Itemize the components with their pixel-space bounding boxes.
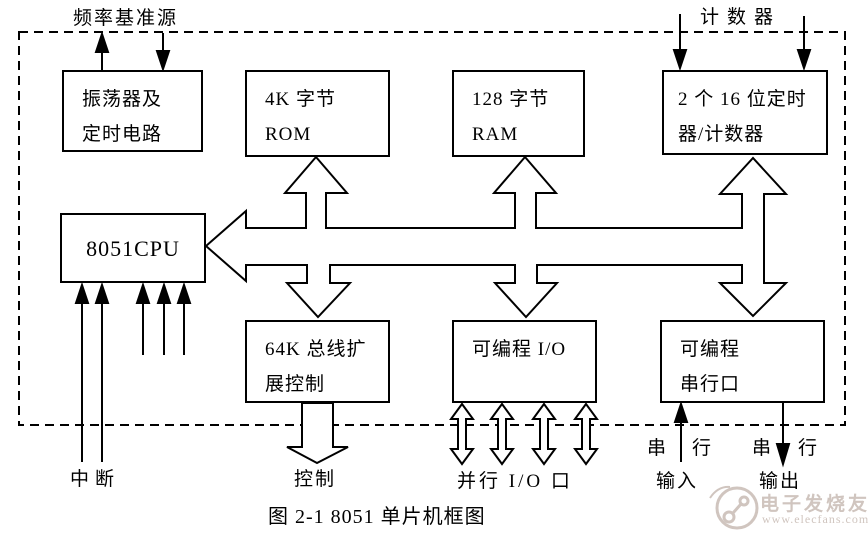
internal-bus-arrow [204,155,789,319]
ram-box: 128 字节 RAM [452,70,585,157]
oscillator-box: 振荡器及 定时电路 [62,70,203,152]
elecfans-logo-icon [709,485,759,530]
timer-line1: 2 个 16 位定时 [678,89,807,110]
serial-output-arrow [775,403,791,468]
serial-input-arrow [673,400,689,462]
cpu-box: 8051CPU [60,213,206,283]
ram-line1: 128 字节 [472,89,550,110]
bus-expansion-line1: 64K 总线扩 [265,339,367,360]
serial-in-char-b: 行 [692,438,714,459]
timer-line2: 器/计数器 [678,124,765,145]
serial-out-char-b: 行 [798,438,820,459]
serial-port-box: 可编程 串行口 [660,320,825,403]
freq-source-label: 频率基准源 [73,8,179,29]
watermark-url: www.elecfans.com [762,512,868,526]
control-out-arrow [286,402,349,465]
bus-expansion-box: 64K 总线扩 展控制 [245,320,390,403]
parallel-io-double-arrows [449,402,599,466]
chip-boundary-dashed-border [18,31,846,426]
rom-line2: ROM [265,124,312,145]
serial-port-line2: 串行口 [680,374,741,395]
figure-caption: 图 2-1 8051 单片机框图 [268,506,486,528]
rom-box: 4K 字节 ROM [245,70,390,157]
counter-label: 计数器 [700,7,782,28]
oscillator-line1: 振荡器及 [82,89,163,110]
counter-input-arrows [672,14,812,72]
watermark-name: 电子发烧友 [760,494,868,515]
programmable-io-box: 可编程 I/O [452,320,597,403]
interrupt-label: 中断 [70,469,121,490]
serial-port-line1: 可编程 [680,339,741,360]
cpu-label: 8051CPU [86,235,180,261]
serial-in-char-a: 串 [647,438,669,459]
rom-line1: 4K 字节 [265,89,336,110]
control-label: 控制 [294,469,337,490]
programmable-io-line1: 可编程 I/O [472,339,567,360]
timer-counter-box: 2 个 16 位定时 器/计数器 [662,70,828,155]
parallel-io-label: 并行 I/O 口 [457,471,573,492]
oscillator-line2: 定时电路 [82,124,163,145]
serial-in-label: 输入 [656,471,699,492]
serial-out-char-a: 串 [752,438,774,459]
bus-expansion-line2: 展控制 [265,374,326,395]
freq-reference-arrows [94,30,171,73]
cpu-input-arrows [74,281,192,462]
serial-out-label: 输出 [759,471,802,492]
ram-line2: RAM [472,124,519,145]
